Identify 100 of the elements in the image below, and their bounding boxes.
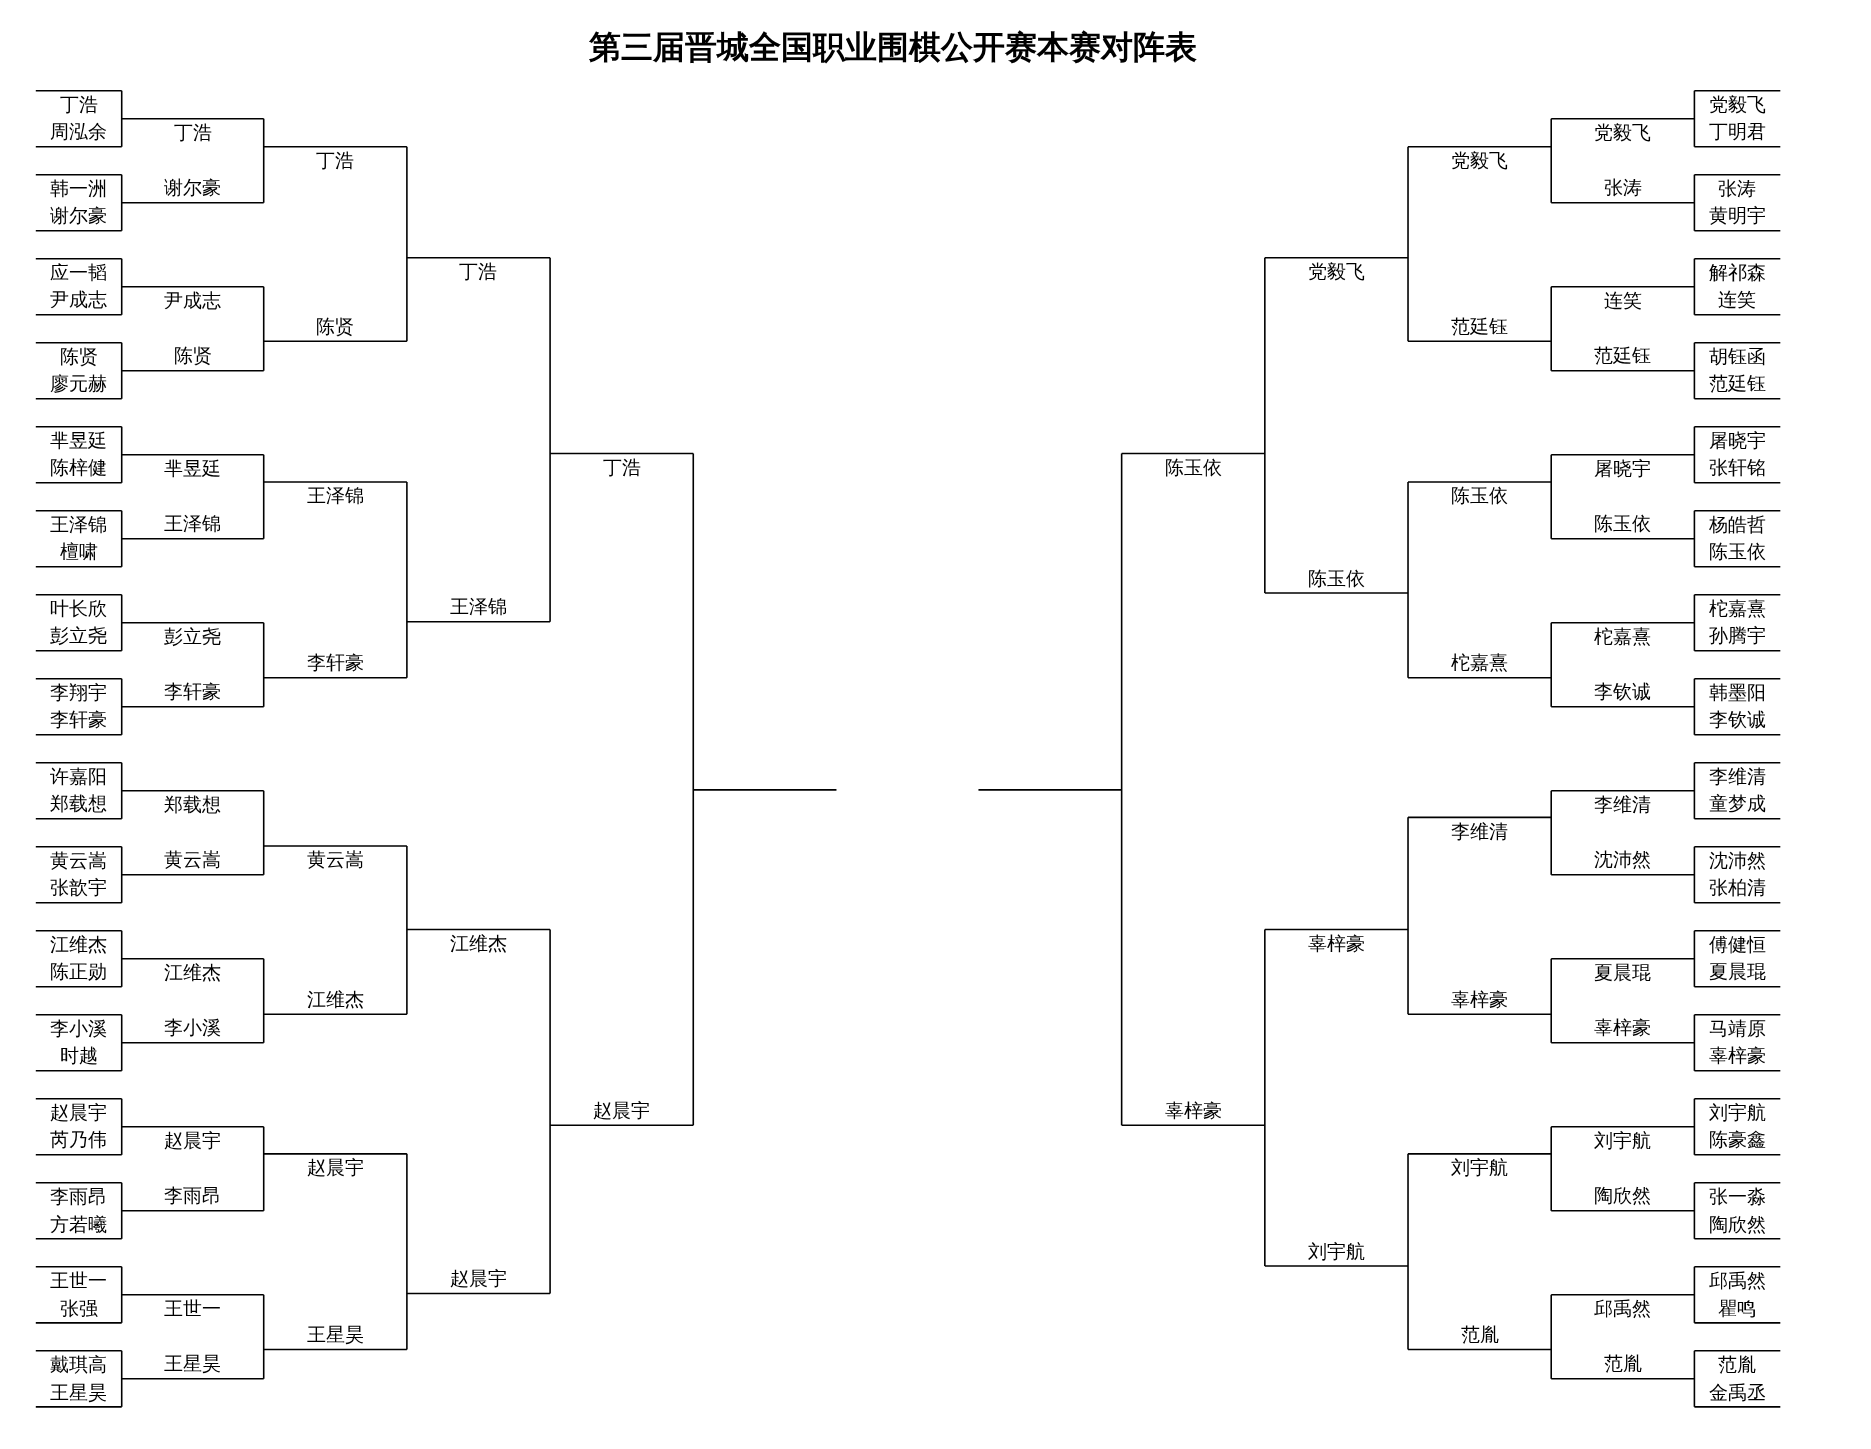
player-name: 丁浩	[59, 94, 98, 116]
player-name: 廖元赫	[50, 373, 108, 396]
player-name: 李轩豪	[306, 652, 364, 675]
player-name: 傅健恒	[1708, 934, 1766, 957]
player-name: 杨皓哲	[1708, 514, 1766, 536]
player-name: 陶欣然	[1708, 1213, 1766, 1236]
player-name: 辜梓豪	[1451, 988, 1509, 1011]
player-name: 刘宇航	[1708, 1102, 1766, 1125]
player-name: 江维杰	[306, 988, 364, 1011]
player-name: 屠晓宇	[1708, 430, 1766, 452]
player-name: 周泓余	[50, 121, 108, 144]
player-name: 柁嘉熹	[1451, 652, 1509, 675]
player-name: 李小溪	[50, 1018, 108, 1041]
player-name: 赵晨宇	[50, 1102, 108, 1125]
player-name: 陈豪鑫	[1708, 1129, 1766, 1152]
player-name: 辜梓豪	[1164, 1099, 1222, 1122]
player-name: 丁浩	[459, 261, 498, 284]
player-name: 赵晨宇	[164, 1130, 222, 1153]
player-name: 辜梓豪	[1708, 1045, 1766, 1068]
player-name: 李钦诚	[1708, 709, 1766, 732]
player-name: 王星昊	[164, 1353, 222, 1376]
player-name: 刘宇航	[1307, 1240, 1365, 1263]
player-name: 邱禹然	[1594, 1298, 1652, 1321]
player-name: 陶欣然	[1594, 1185, 1652, 1208]
player-name: 辜梓豪	[1594, 1017, 1652, 1040]
player-name: 陈贤	[59, 346, 98, 368]
player-name: 王世一	[50, 1270, 108, 1293]
player-name: 孙腾宇	[1708, 625, 1766, 648]
player-name: 彭立尧	[50, 625, 108, 648]
player-name: 王星昊	[50, 1381, 108, 1404]
player-name: 党毅飞	[1451, 150, 1509, 173]
player-name: 尹成志	[50, 289, 108, 312]
player-name: 江维杰	[50, 934, 108, 957]
player-name: 夏晨琨	[1708, 961, 1766, 984]
player-name: 陈玉依	[1164, 456, 1222, 479]
player-name: 韩墨阳	[1708, 682, 1766, 705]
player-name: 江维杰	[164, 962, 222, 985]
player-name: 陈贤	[173, 345, 212, 368]
player-name: 江维杰	[450, 932, 507, 955]
player-name: 尹成志	[164, 290, 222, 313]
title: 第三届晋城全国职业围棋公开赛本赛对阵表	[588, 27, 1197, 67]
player-name: 陈正勋	[50, 961, 108, 984]
player-name: 沈沛然	[1708, 850, 1766, 873]
player-name: 时越	[59, 1045, 98, 1068]
player-name: 芈昱廷	[50, 430, 108, 452]
player-name: 李维清	[1708, 766, 1766, 789]
player-name: 王泽锦	[50, 514, 108, 536]
player-name: 李轩豪	[164, 681, 222, 704]
player-name: 芮乃伟	[50, 1129, 108, 1152]
player-name: 李钦诚	[1594, 681, 1652, 704]
player-name: 应一韬	[50, 262, 108, 284]
player-name: 党毅飞	[1708, 94, 1766, 116]
player-name: 丁浩	[173, 122, 212, 145]
player-name: 赵晨宇	[450, 1268, 507, 1291]
player-name: 胡钰函	[1708, 346, 1766, 368]
player-name: 范廷钰	[1451, 315, 1509, 338]
player-name: 李小溪	[164, 1017, 222, 1040]
player-name: 赵晨宇	[306, 1157, 364, 1180]
player-name: 檀啸	[59, 541, 98, 564]
player-name: 张涛	[1718, 178, 1757, 200]
player-name: 陈玉依	[1451, 485, 1509, 508]
player-name: 张柏清	[1708, 877, 1766, 900]
player-name: 邱禹然	[1708, 1270, 1766, 1293]
player-name: 童梦成	[1708, 793, 1766, 816]
player-name: 李翔宇	[50, 682, 108, 705]
player-name: 丁浩	[602, 456, 641, 479]
player-name: 陈玉依	[1594, 513, 1652, 536]
player-name: 黄云嵩	[164, 849, 222, 872]
player-name: 张一淼	[1708, 1186, 1766, 1209]
player-name: 党毅飞	[1307, 261, 1365, 284]
player-name: 王泽锦	[164, 513, 222, 536]
player-name: 丁明君	[1708, 121, 1766, 144]
player-name: 张涛	[1603, 177, 1642, 200]
player-name: 李维清	[1594, 794, 1652, 817]
player-name: 王泽锦	[306, 485, 364, 508]
player-name: 屠晓宇	[1594, 458, 1652, 481]
player-name: 柁嘉熹	[1708, 598, 1766, 620]
player-name: 连笑	[1603, 290, 1642, 313]
player-name: 陈玉依	[1307, 567, 1365, 590]
player-name: 韩一洲	[50, 178, 108, 200]
player-name: 刘宇航	[1594, 1130, 1652, 1153]
player-name: 黄明宇	[1708, 205, 1766, 228]
player-name: 陈玉依	[1708, 541, 1766, 564]
player-name: 王星昊	[306, 1324, 364, 1347]
player-name: 许嘉阳	[50, 766, 108, 789]
player-name: 刘宇航	[1451, 1157, 1509, 1180]
player-name: 王世一	[164, 1298, 222, 1321]
player-name: 范廷钰	[1708, 373, 1766, 396]
player-name: 方若曦	[50, 1213, 108, 1236]
player-name: 李轩豪	[50, 709, 108, 732]
player-name: 解祁森	[1708, 262, 1766, 284]
player-name: 沈沛然	[1594, 849, 1652, 872]
player-name: 叶长欣	[50, 598, 108, 620]
player-name: 李雨昂	[50, 1186, 108, 1209]
player-name: 李雨昂	[164, 1185, 222, 1208]
player-name: 谢尔豪	[50, 205, 108, 228]
player-name: 陈贤	[316, 315, 355, 338]
player-name: 芈昱廷	[164, 458, 222, 481]
player-name: 郑载想	[164, 794, 222, 817]
player-name: 丁浩	[316, 150, 355, 173]
